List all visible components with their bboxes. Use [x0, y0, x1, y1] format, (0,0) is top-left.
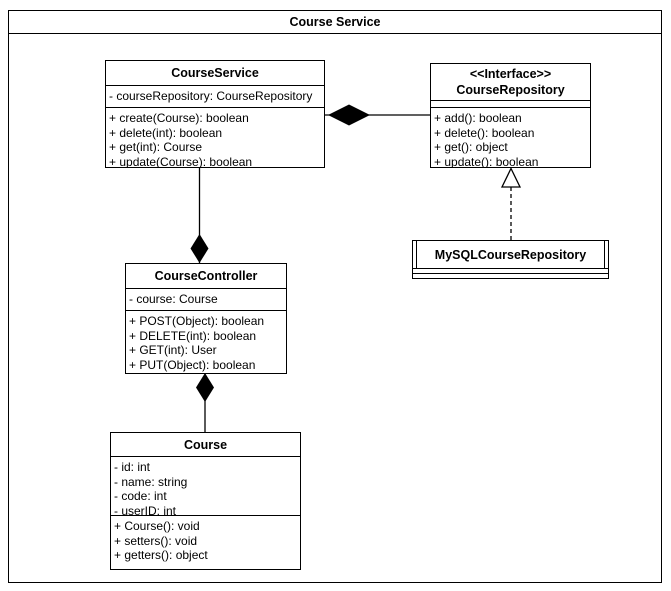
class-title: Course: [111, 433, 300, 457]
method: + create(Course): boolean: [109, 111, 249, 125]
class-mysql-course-repository[interactable]: MySQLCourseRepository: [412, 240, 609, 279]
attributes-section: - id: int - name: string - code: int - u…: [111, 457, 300, 516]
edge-composition-service-repository[interactable]: [325, 104, 430, 126]
attributes-section-empty: [431, 101, 590, 108]
class-course-service[interactable]: CourseService - courseRepository: Course…: [105, 60, 325, 168]
method: + setters(): void: [114, 533, 198, 548]
edge-composition-controller-course[interactable]: [196, 373, 214, 432]
class-title: MySQLCourseRepository: [416, 241, 605, 268]
class-name-label: CourseRepository: [456, 83, 565, 97]
class-title: CourseController: [126, 264, 286, 289]
method: + Course(): void: [114, 519, 200, 533]
methods-section-empty: [413, 273, 608, 278]
method: + get(int): Course: [109, 140, 203, 155]
methods-section: + add(): boolean + delete(): boolean + g…: [431, 108, 590, 167]
class-title: CourseService: [106, 61, 324, 86]
class-title: <<Interface>> CourseRepository: [431, 64, 590, 101]
methods-section: + create(Course): boolean + delete(int):…: [106, 108, 324, 167]
diagram-frame: Course Service: [8, 10, 662, 583]
edge-realization-mysql-repository[interactable]: [500, 167, 522, 241]
edge-composition-service-controller[interactable]: [190, 168, 209, 263]
composition-diamond-icon: [328, 104, 370, 126]
composition-diamond-icon: [190, 234, 209, 263]
methods-section: + POST(Object): boolean + DELETE(int): b…: [126, 311, 286, 373]
attribute: - course: Course: [129, 292, 218, 306]
method: + update(): boolean: [434, 154, 539, 167]
method: + update(Course): boolean: [109, 154, 253, 167]
method: + add(): boolean: [434, 111, 522, 125]
method: + POST(Object): boolean: [129, 314, 265, 328]
attribute: - id: int: [114, 460, 151, 474]
attribute: - userID: int: [114, 503, 177, 516]
attribute: - courseRepository: CourseRepository: [109, 89, 313, 103]
attribute: - code: int: [114, 489, 167, 504]
method: + PUT(Object): boolean: [129, 357, 256, 372]
attributes-section: - course: Course: [126, 289, 286, 311]
attribute: - name: string: [114, 474, 188, 489]
attributes-section-empty: [413, 268, 608, 273]
method: + get(): object: [434, 140, 508, 155]
class-course[interactable]: Course - id: int - name: string - code: …: [110, 432, 301, 570]
class-course-repository[interactable]: <<Interface>> CourseRepository + add(): …: [430, 63, 591, 168]
method: + delete(int): boolean: [109, 125, 223, 140]
method: + delete(): boolean: [434, 125, 535, 140]
attributes-section: - courseRepository: CourseRepository: [106, 86, 324, 108]
diagram-title: Course Service: [9, 11, 661, 34]
composition-diamond-icon: [196, 373, 214, 402]
methods-section: + Course(): void + setters(): void + get…: [111, 516, 300, 569]
method: + getters(): object: [114, 548, 208, 563]
stereotype-label: <<Interface>>: [469, 67, 552, 81]
method: + DELETE(int): boolean: [129, 328, 257, 343]
realization-triangle-icon: [500, 167, 522, 188]
class-course-controller[interactable]: CourseController - course: Course + POST…: [125, 263, 287, 374]
method: + GET(int): User: [129, 343, 217, 358]
